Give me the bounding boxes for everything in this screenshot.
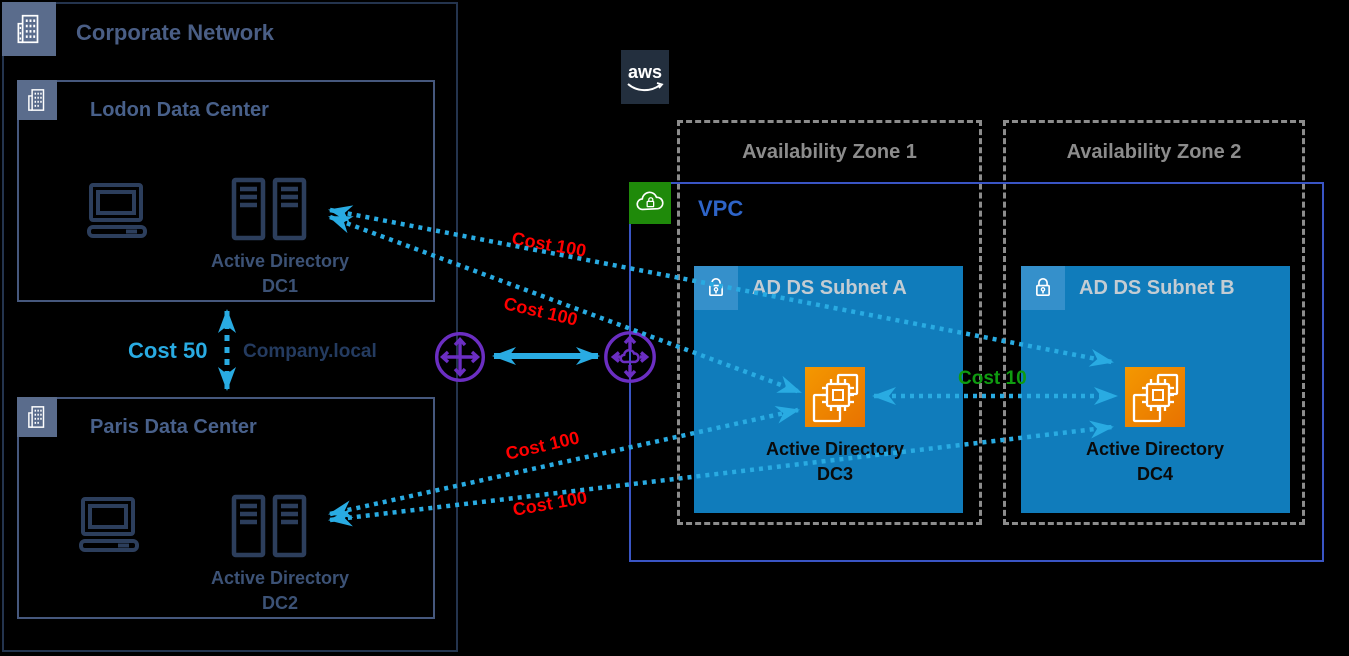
subnet-b-title: AD DS Subnet B bbox=[1079, 277, 1235, 299]
server-icon bbox=[231, 494, 307, 558]
london-dc-title: Lodon Data Center bbox=[90, 99, 269, 121]
dc2-label-line1: Active Directory bbox=[210, 568, 350, 588]
dc3-label-line2: DC3 bbox=[816, 464, 853, 484]
dc3-ec2-icon bbox=[805, 367, 865, 427]
router-icon bbox=[433, 330, 487, 384]
cost-100-label-dc1-dc4: Cost 100 bbox=[510, 228, 588, 261]
aws-logo-text: aws bbox=[627, 62, 663, 82]
paris-dc-badge bbox=[17, 397, 57, 437]
building-icon bbox=[24, 87, 50, 113]
corporate-network-title: Corporate Network bbox=[76, 20, 275, 45]
cost-100-label-dc2-dc3: Cost 100 bbox=[503, 427, 582, 464]
dc1-label: Active Directory DC1 bbox=[190, 249, 370, 299]
ec2-instance-icon bbox=[1125, 367, 1185, 427]
dc3-label-line1: Active Directory bbox=[765, 439, 905, 459]
dc1-label-line1: Active Directory bbox=[210, 251, 350, 271]
dc4-ec2-icon bbox=[1125, 367, 1185, 427]
dc2-label: Active Directory DC2 bbox=[190, 566, 370, 616]
cost-100-label-dc2-dc4: Cost 100 bbox=[511, 487, 589, 520]
subnet-b-badge bbox=[1021, 266, 1065, 310]
vpc-badge bbox=[629, 182, 671, 224]
server-icon bbox=[231, 177, 307, 241]
subnet-a-title: AD DS Subnet A bbox=[752, 277, 907, 299]
london-dc-box bbox=[17, 80, 435, 302]
corporate-network-badge bbox=[2, 2, 56, 56]
vpn-gateway-icon bbox=[602, 329, 658, 385]
building-icon bbox=[12, 12, 46, 46]
client-computer-icon bbox=[86, 182, 148, 238]
availability-zone-2-title: Availability Zone 2 bbox=[1066, 141, 1242, 163]
dc2-label-line2: DC2 bbox=[261, 593, 298, 613]
availability-zone-1-title: Availability Zone 1 bbox=[742, 141, 917, 163]
cost-10-label: Cost 10 bbox=[958, 368, 1027, 389]
subnet-a-badge bbox=[694, 266, 738, 310]
dc1-label-line2: DC1 bbox=[261, 276, 298, 296]
lock-icon bbox=[1028, 273, 1058, 303]
dc4-label-line2: DC4 bbox=[1136, 464, 1173, 484]
vpc-cloud-lock-icon bbox=[633, 186, 667, 220]
dc3-label: Active Directory DC3 bbox=[745, 437, 925, 487]
cost-100-label-dc1-dc3: Cost 100 bbox=[501, 293, 580, 330]
vpc-title: VPC bbox=[698, 196, 744, 221]
company-local-label: Company.local bbox=[243, 341, 377, 362]
lock-icon bbox=[701, 273, 731, 303]
client-computer-icon bbox=[78, 496, 140, 552]
building-icon bbox=[24, 404, 50, 430]
aws-logo: aws bbox=[621, 50, 669, 104]
paris-dc-title: Paris Data Center bbox=[90, 416, 257, 438]
ec2-instance-icon bbox=[805, 367, 865, 427]
london-dc-badge bbox=[17, 80, 57, 120]
dc4-label-line1: Active Directory bbox=[1085, 439, 1225, 459]
cost-50-label: Cost 50 bbox=[128, 338, 208, 363]
aws-smile-icon bbox=[625, 81, 665, 95]
dc4-label: Active Directory DC4 bbox=[1065, 437, 1245, 487]
